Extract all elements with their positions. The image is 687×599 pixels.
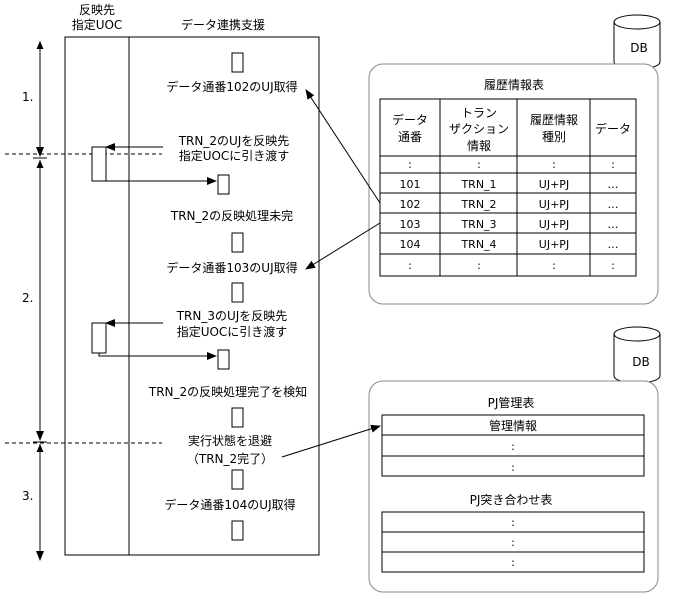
history-cell: TRN_1 <box>460 178 496 191</box>
step-get102: データ通番102のUJ取得 <box>166 79 297 94</box>
step-box <box>231 282 244 303</box>
db-cylinder-pj: DB <box>613 326 661 384</box>
link-row103-to-get103 <box>305 222 381 270</box>
uoc-header-line1: 反映先 <box>79 3 115 17</box>
pj-match-row: : <box>511 536 515 549</box>
pj-table-row: 管理情報 <box>489 418 537 433</box>
history-cell: UJ+PJ <box>539 198 569 211</box>
phase-1-label: 1. <box>22 90 33 104</box>
step-pass-trn2-line2: 指定UOCに引き渡す <box>179 148 290 163</box>
pj-match-table-title: PJ突き合わせ表 <box>470 492 553 507</box>
pj-table-row: : <box>511 461 515 474</box>
phase-3-label: 3. <box>22 489 33 503</box>
step-box <box>231 407 244 428</box>
history-col3-header-line1: 履歴情報 <box>530 113 578 127</box>
history-cell: : <box>408 259 412 272</box>
step-box <box>217 349 230 370</box>
process-frame <box>64 36 320 556</box>
history-col2-header-line2: ザクション <box>449 122 509 136</box>
step-pass-trn2-line1: TRN_2のUJを反映先 <box>178 134 290 148</box>
link-save-to-pj-table <box>281 424 381 458</box>
history-cell: 101 <box>400 178 421 191</box>
support-header: データ連携支援 <box>181 17 265 32</box>
history-col1-header-line1: データ <box>392 112 428 127</box>
uoc-header-line2: 指定UOC <box>72 17 123 32</box>
link-row102-to-get102 <box>305 89 381 204</box>
history-cell: TRN_3 <box>460 218 496 231</box>
return-arrow-trn3 <box>98 352 217 360</box>
history-cell: … <box>608 238 619 251</box>
history-cell: UJ+PJ <box>539 238 569 251</box>
history-cell: … <box>608 178 619 191</box>
uoc-activation-trn3 <box>91 322 107 354</box>
history-cell: : <box>611 158 615 171</box>
pj-table: 管理情報 : : <box>381 414 645 477</box>
history-table: データ 通番 トラン ザクション 情報 履歴情報 種別 データ : : : : … <box>379 98 637 277</box>
uoc-activation-trn2 <box>91 146 107 182</box>
history-col1-header-line2: 通番 <box>398 130 422 144</box>
step-box <box>231 469 244 490</box>
pj-match-row: : <box>511 556 515 569</box>
history-col2-header-line1: トラン <box>461 106 497 120</box>
step-pass-trn3-line1: TRN_3のUJを反映先 <box>176 309 288 323</box>
pj-table-title: PJ管理表 <box>488 395 535 410</box>
step-pass-trn3-line2: 指定UOCに引き渡す <box>177 324 288 339</box>
history-cell: : <box>552 259 556 272</box>
history-cell: UJ+PJ <box>539 218 569 231</box>
history-cell: … <box>608 198 619 211</box>
history-cell: : <box>552 158 556 171</box>
step-save-line1: 実行状態を退避 <box>188 433 272 448</box>
history-col2-header-line3: 情報 <box>467 139 491 153</box>
history-cell: : <box>477 259 481 272</box>
db-label: DB <box>630 41 647 55</box>
step-box <box>231 520 244 541</box>
history-cell: 103 <box>400 218 421 231</box>
pj-match-row: : <box>511 516 515 529</box>
history-cell: : <box>408 158 412 171</box>
pj-table-row: : <box>511 440 515 453</box>
step-box <box>231 52 244 73</box>
step-get104: データ通番104のUJ取得 <box>164 497 295 512</box>
pj-match-table: : : : <box>381 511 645 573</box>
history-cell: : <box>477 158 481 171</box>
history-cell: UJ+PJ <box>539 178 569 191</box>
step-trn2-detect: TRN_2の反映処理完了を検知 <box>148 384 307 399</box>
db-label: DB <box>632 355 649 369</box>
history-cell: TRN_2 <box>460 198 496 211</box>
step-box <box>231 232 244 253</box>
history-col4-header: データ <box>595 121 631 136</box>
history-cell: 102 <box>400 198 421 211</box>
history-cell: TRN_4 <box>460 238 496 251</box>
history-cell: … <box>608 218 619 231</box>
step-trn2-incomplete: TRN_2の反映処理未完 <box>170 208 293 223</box>
step-save-line2: （TRN_2完了） <box>187 451 273 466</box>
db-cylinder-history: DB <box>613 14 661 70</box>
history-cell: 104 <box>400 238 421 251</box>
step-get103: データ通番103のUJ取得 <box>166 260 297 275</box>
history-col3-header-line2: 種別 <box>542 130 566 144</box>
history-cell: : <box>611 259 615 272</box>
phase-2-label: 2. <box>22 291 33 305</box>
history-table-title: 履歴情報表 <box>484 78 544 92</box>
step-box <box>217 174 230 195</box>
